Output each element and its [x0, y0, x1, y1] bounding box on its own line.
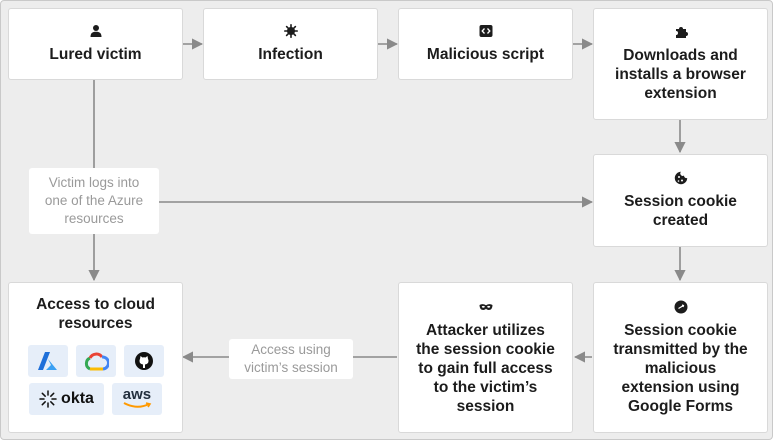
transfer-arrows-icon	[674, 300, 687, 313]
step-label: Lured victim	[49, 46, 142, 63]
aws-logo-text: aws	[122, 386, 152, 403]
step-attacker-access: Attacker utilizes the session cookie to …	[398, 282, 573, 433]
code-icon	[479, 25, 492, 37]
person-icon	[90, 25, 101, 37]
step-label: Malicious script	[426, 46, 545, 63]
mask-icon	[479, 303, 492, 310]
step-label: Session cookie created	[624, 193, 737, 229]
cloud-logos: okta aws	[11, 345, 181, 415]
cookie-icon	[674, 171, 687, 185]
google-cloud-logo-icon	[75, 345, 116, 377]
virus-icon	[283, 24, 298, 38]
puzzle-piece-icon	[675, 27, 688, 38]
aws-logo-icon: aws	[111, 383, 162, 415]
note-access-using-session: Access using victim’s session	[229, 339, 353, 379]
step-label: Session cookie transmitted by the malici…	[613, 321, 748, 415]
github-logo-icon	[123, 345, 164, 377]
step-label: Infection	[258, 46, 323, 63]
step-session-cookie-created: Session cookie created	[593, 154, 768, 247]
okta-logo-text: okta	[61, 390, 94, 407]
step-infection: Infection	[203, 8, 378, 80]
step-label: Attacker utilizes the session cookie to …	[416, 321, 555, 415]
step-cookie-transmitted: Session cookie transmitted by the malici…	[593, 282, 768, 433]
azure-logo-icon	[27, 345, 68, 377]
okta-logo-icon: okta	[29, 383, 104, 415]
step-cloud-access: Access to cloud resources	[8, 282, 183, 433]
step-downloads-extension: Downloads and installs a browser extensi…	[593, 8, 768, 120]
note-azure-login: Victim logs into one of the Azure resour…	[29, 168, 159, 234]
step-label: Downloads and installs a browser extensi…	[615, 47, 746, 102]
step-label: Access to cloud resources	[36, 296, 155, 332]
step-lured-victim: Lured victim	[8, 8, 183, 80]
step-malicious-script: Malicious script	[398, 8, 573, 80]
